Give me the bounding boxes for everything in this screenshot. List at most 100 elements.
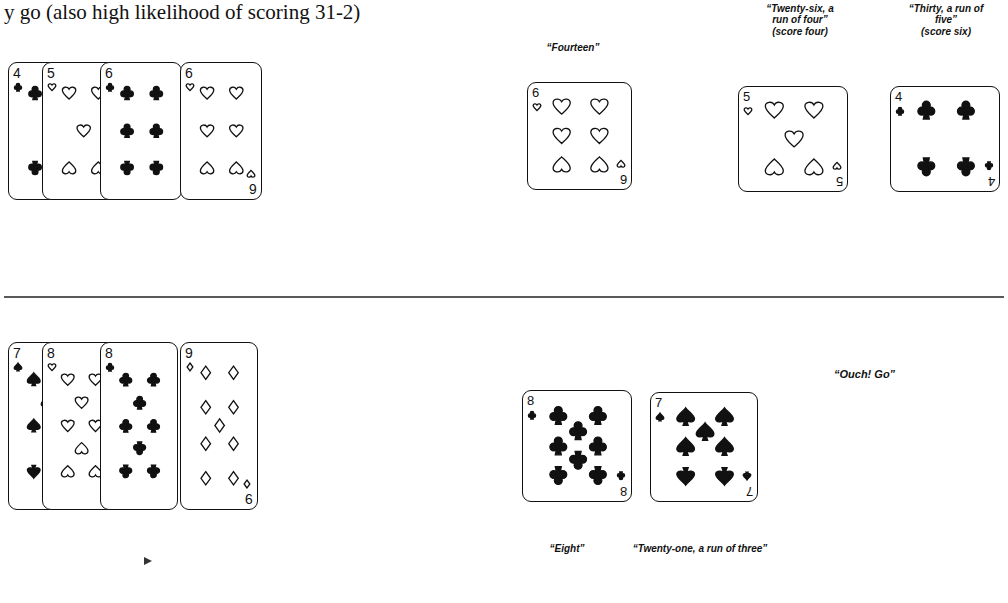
card-pips [101, 63, 180, 198]
suit-pip [716, 408, 734, 426]
suit-pip [617, 160, 625, 167]
play-callout: “Eight” [517, 543, 617, 554]
suit-pip [201, 401, 211, 414]
card-pips [181, 63, 260, 198]
suit-pip [200, 162, 213, 174]
suit-pip [120, 465, 132, 478]
suit-pip [148, 420, 160, 433]
suit-pip [229, 472, 239, 485]
playing-card: 66 [527, 82, 632, 190]
playing-card: 66 [180, 62, 262, 200]
suit-pip [150, 124, 163, 137]
suit-pip [121, 86, 134, 99]
card-rank: 4 [895, 90, 902, 103]
play-callout: (score six) [905, 26, 987, 37]
suit-pip [27, 465, 40, 478]
suit-pip [677, 408, 695, 426]
suit-pip [77, 125, 90, 137]
suit-pip [48, 364, 56, 371]
card-pips [651, 393, 756, 500]
suit-pip [148, 465, 160, 478]
suit-pip [743, 472, 751, 480]
card-rank: 8 [527, 394, 534, 407]
suit-pip [230, 125, 243, 137]
card-rank: 7 [655, 396, 662, 409]
suit-pip [150, 161, 163, 174]
suit-pip [656, 413, 664, 421]
suit-pip [120, 373, 132, 386]
play-callout: “Thirty, a run of five” [905, 3, 987, 25]
card-rank: 5 [836, 175, 843, 188]
suit-pip [805, 159, 823, 175]
suit-pip [29, 161, 42, 174]
card-pips [739, 87, 846, 190]
suit-pip [765, 159, 783, 175]
playing-card: 8 [100, 342, 178, 510]
suit-pip [201, 437, 211, 450]
suit-pip [229, 437, 239, 450]
suit-pip [229, 401, 239, 414]
card-rank: 9 [185, 346, 193, 360]
suit-pip [150, 86, 163, 99]
suit-pip [550, 437, 567, 455]
suit-pip [589, 437, 606, 455]
suit-pip [106, 83, 113, 91]
card-rank: 6 [105, 66, 113, 80]
suit-pip [61, 420, 74, 431]
suit-pip [805, 102, 823, 118]
suit-pip [553, 128, 570, 143]
suit-pip [744, 108, 752, 115]
playing-card: 88 [522, 390, 632, 502]
suit-pip [765, 102, 783, 118]
card-rank: 7 [746, 485, 753, 498]
suit-pip [617, 472, 624, 480]
suit-pip [48, 84, 56, 91]
suit-pip [230, 162, 243, 174]
suit-pip [591, 128, 608, 143]
heading-fragment: y go (also high likelihood of scoring 31… [4, 1, 360, 24]
suit-pip [553, 99, 570, 114]
suit-pip [716, 438, 734, 456]
suit-pip [106, 363, 113, 371]
card-rank: 8 [105, 346, 113, 360]
small-mark [144, 557, 152, 565]
card-pips [891, 87, 998, 190]
suit-pip [215, 419, 225, 432]
suit-pip [528, 411, 535, 419]
suit-pip [833, 162, 841, 169]
suit-pip [589, 407, 606, 425]
suit-pip [200, 87, 213, 99]
play-callout: “Twenty-six, a run of four” [759, 3, 841, 25]
playing-card: 55 [738, 86, 848, 192]
card-pips [528, 83, 630, 188]
suit-pip [677, 468, 695, 486]
card-rank: 4 [988, 175, 995, 188]
card-rank: 8 [620, 485, 627, 498]
suit-pip [134, 396, 146, 409]
suit-pip [62, 162, 75, 174]
suit-pip [120, 420, 132, 433]
suit-pip [550, 407, 567, 425]
card-pips [523, 391, 630, 500]
suit-pip [696, 423, 714, 441]
suit-pip [570, 422, 587, 440]
suit-pip [27, 419, 40, 432]
suit-pip [29, 86, 42, 99]
playing-card: 77 [650, 392, 758, 502]
suit-pip [957, 101, 974, 119]
card-rank: 9 [245, 492, 253, 506]
suit-pip [148, 373, 160, 386]
suit-pip [533, 104, 541, 111]
suit-pip [589, 467, 606, 485]
suit-pip [27, 373, 40, 386]
playing-card: 6 [100, 62, 182, 200]
card-rank: 6 [620, 173, 627, 186]
suit-pip [187, 363, 193, 371]
card-rank: 6 [249, 182, 257, 196]
suit-pip [75, 443, 88, 454]
suit-pip [75, 397, 88, 408]
suit-pip [201, 472, 211, 485]
suit-pip [186, 84, 194, 91]
suit-pip [14, 83, 21, 91]
card-rank: 4 [13, 66, 21, 80]
